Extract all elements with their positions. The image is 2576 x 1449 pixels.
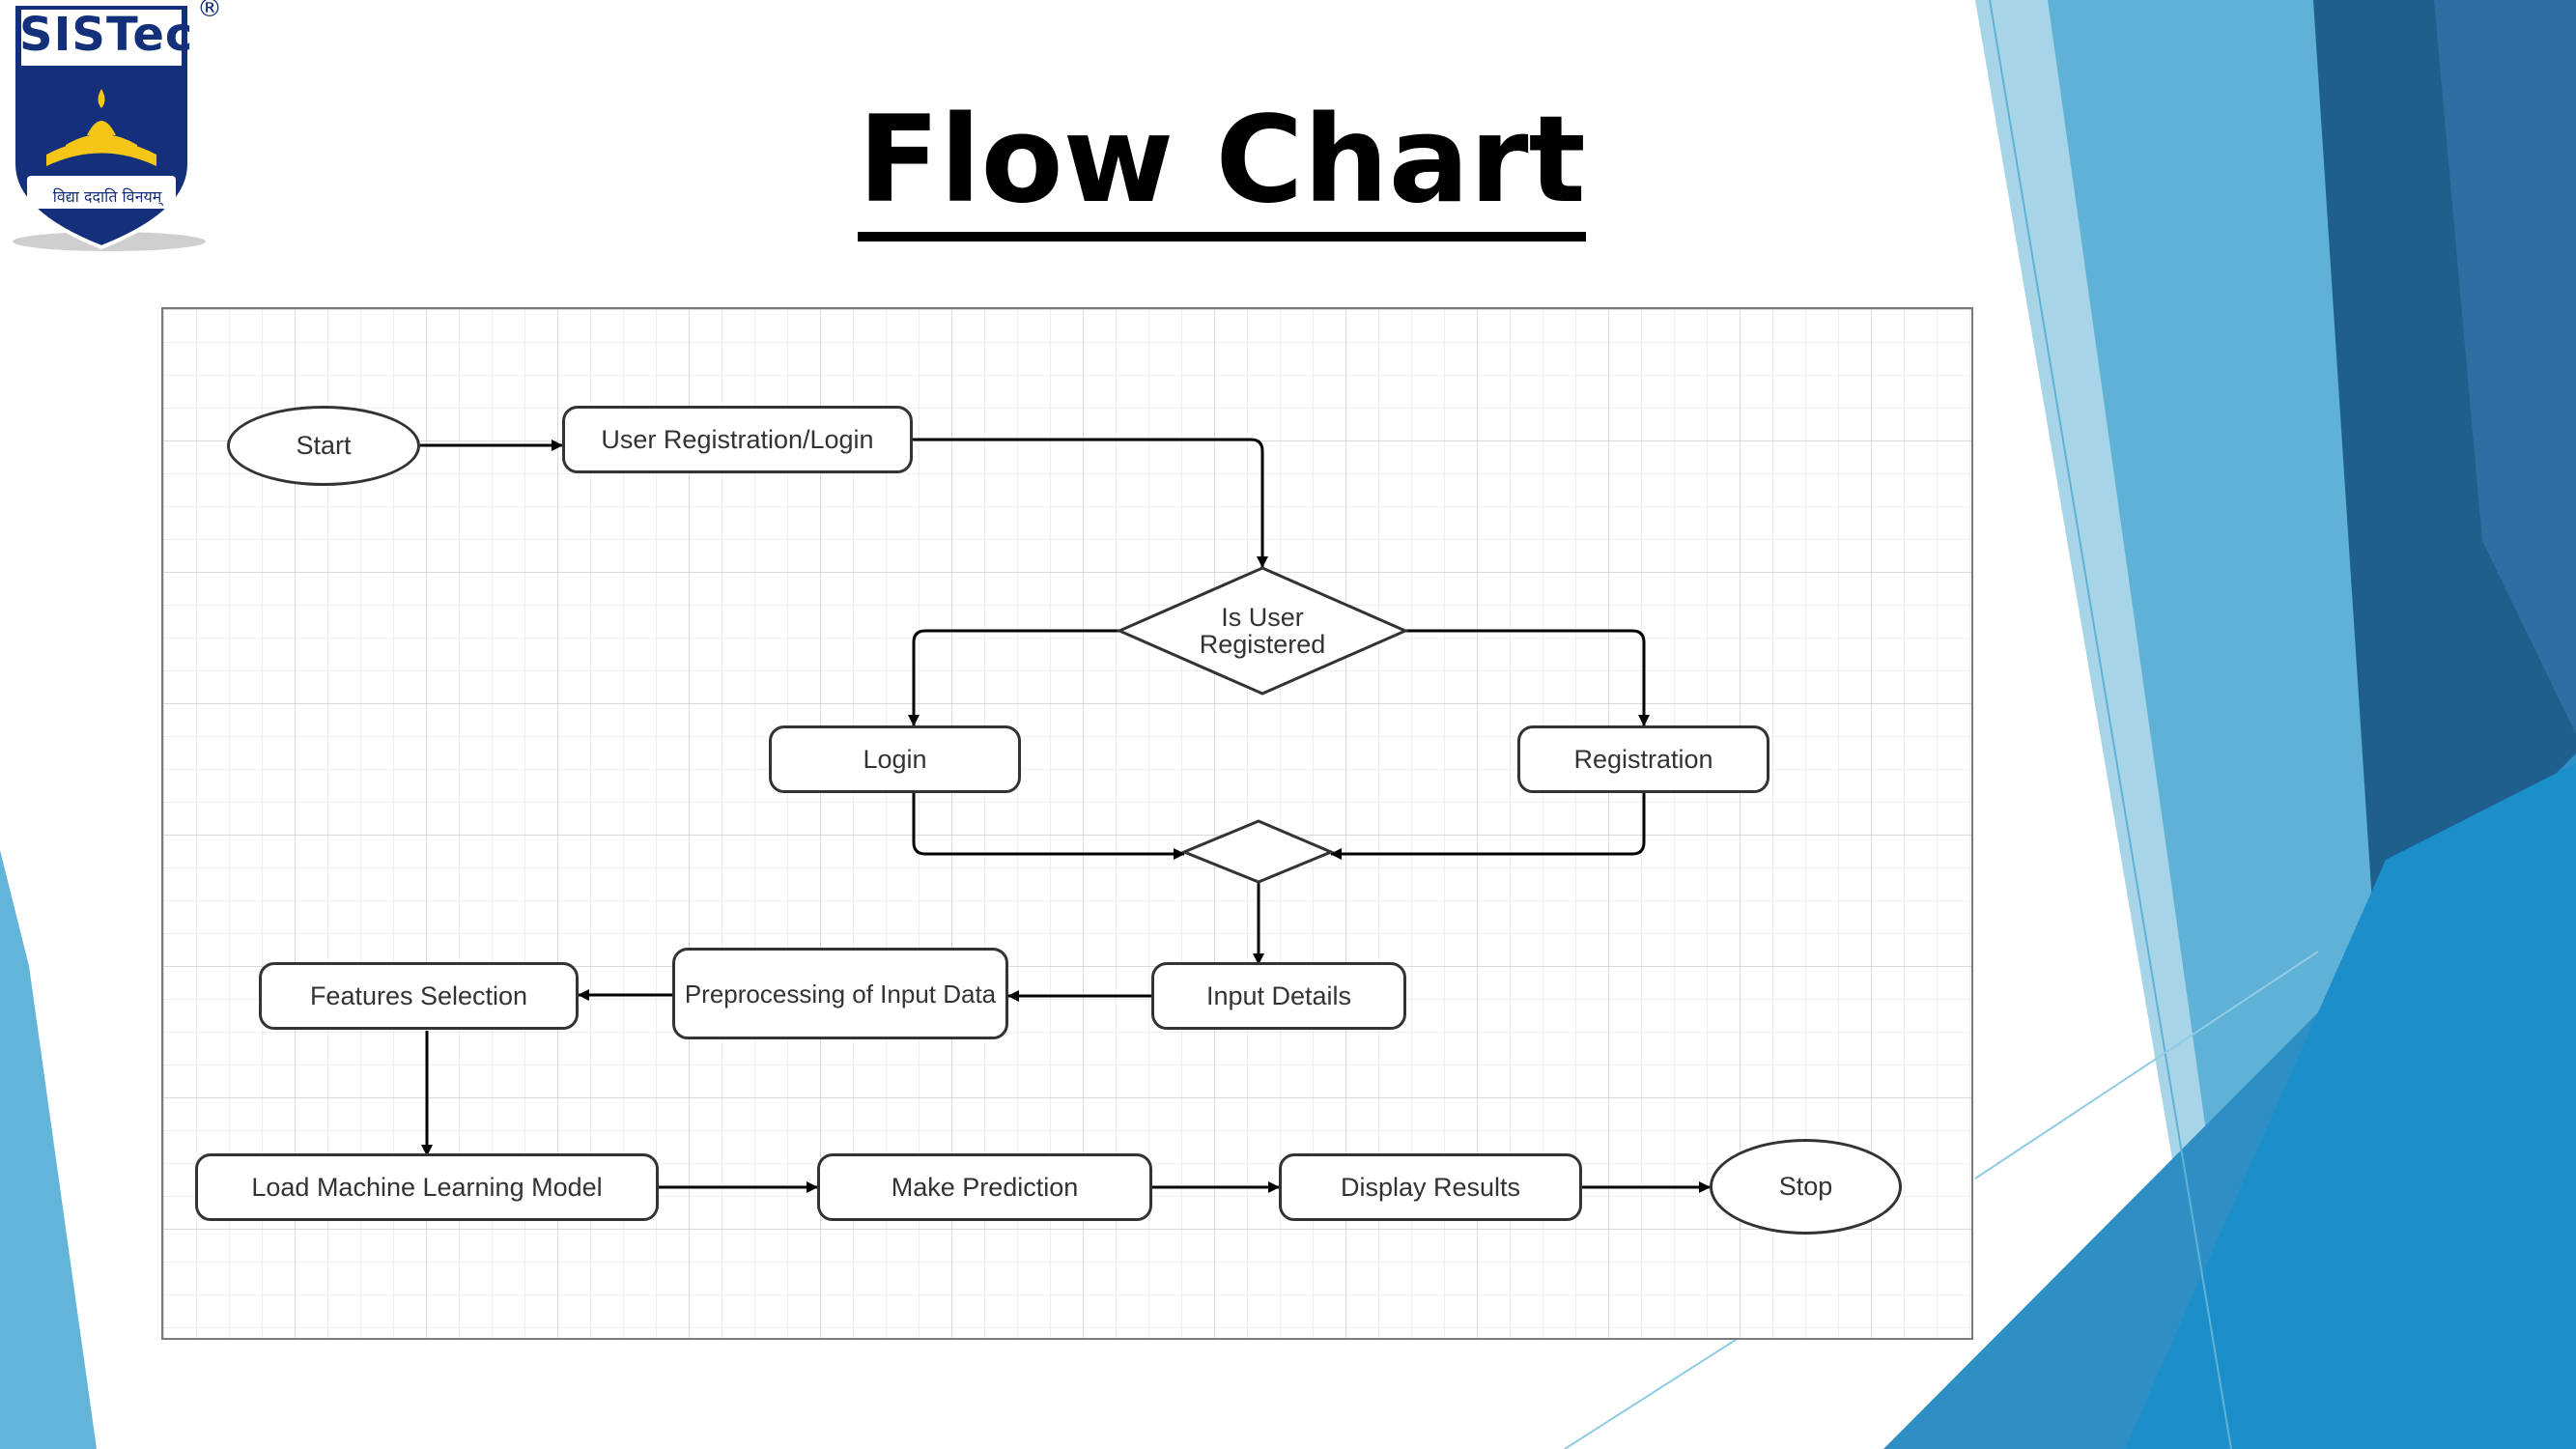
node-login: Login [769,725,1021,793]
logo-wordmark: SISTec [19,8,194,62]
bg-shape-navy-panel [2434,0,2576,734]
node-user-registration-login: User Registration/Login [562,406,913,473]
logo-registered-mark: ® [197,0,222,23]
node-preprocessing-of-input-data: Preprocessing of Input Data [672,948,1008,1039]
bg-shape-left-sliver [0,850,97,1449]
node-stop: Stop [1710,1139,1902,1235]
node-is-user-registered-label: Is User Registered [1199,602,1326,659]
bg-thin-line-2 [1974,951,2319,1179]
bg-thin-line-1 [1989,0,2232,1449]
node-features-selection: Features Selection [259,962,579,1030]
node-start: Start [227,406,420,486]
node-load-machine-learning-model: Load Machine Learning Model [195,1153,659,1221]
bg-shape-blue-wedge [2125,763,2576,1449]
node-display-results: Display Results [1279,1153,1582,1221]
logo-motto: विद्या ददाति विनयम् [52,187,162,206]
slide-title-container: Flow Chart [0,91,2444,242]
sistec-logo: SISTec ® विद्या ददाति विनयम् [8,0,222,256]
logo-shield-icon [12,2,206,251]
slide-title: Flow Chart [858,91,1586,242]
node-make-prediction: Make Prediction [817,1153,1152,1221]
node-registration: Registration [1517,725,1769,793]
node-input-details: Input Details [1151,962,1406,1030]
bg-thin-line-3 [1564,1337,1740,1449]
